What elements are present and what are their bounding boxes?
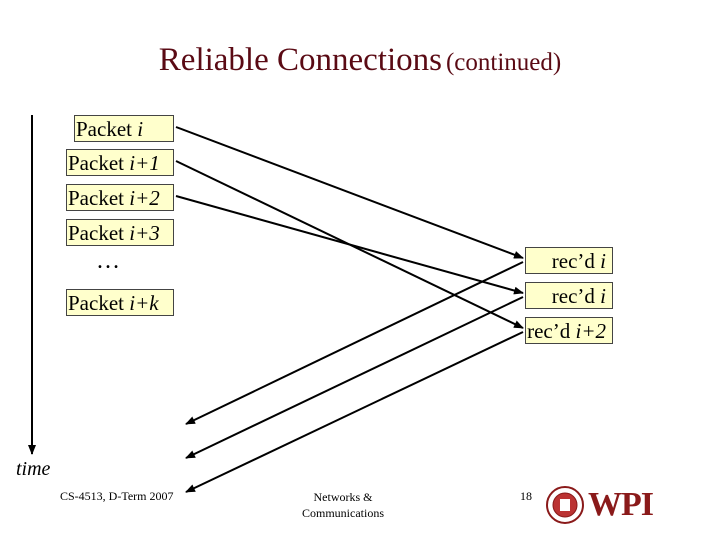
receipt-box-2: rec’d i [525,282,613,309]
receipt-box-1: rec’d i [525,247,613,274]
ellipsis: … [96,248,120,274]
packet-box-i-plus-3: Packet i+3 [66,219,174,246]
footer-course: CS-4513, D-Term 2007 [60,489,174,503]
wpi-logo: WPI [588,486,654,523]
arrow-ack-3 [185,331,524,493]
arrow-packet-i-plus-2 [175,195,524,295]
footer-topic: Networks & Communications [302,490,384,520]
slide-title: Reliable Connections (continued) [0,42,720,79]
title-suffix: (continued) [445,49,562,76]
receipt-box-3: rec’d i+2 [525,317,613,344]
packet-box-i-plus-1: Packet i+1 [66,149,174,176]
arrow-ack-1 [185,261,524,425]
packet-box-i-plus-2: Packet i+2 [66,184,174,211]
packet-box-i-plus-k: Packet i+k [66,289,174,316]
arrow-packet-i [175,126,524,259]
wpi-seal-icon [546,486,584,524]
time-label: time [16,458,51,480]
page-number: 18 [520,489,532,503]
title-main: Reliable Connections [158,42,442,78]
arrow-ack-2 [185,296,524,459]
packet-box-i: Packet i [74,115,174,142]
